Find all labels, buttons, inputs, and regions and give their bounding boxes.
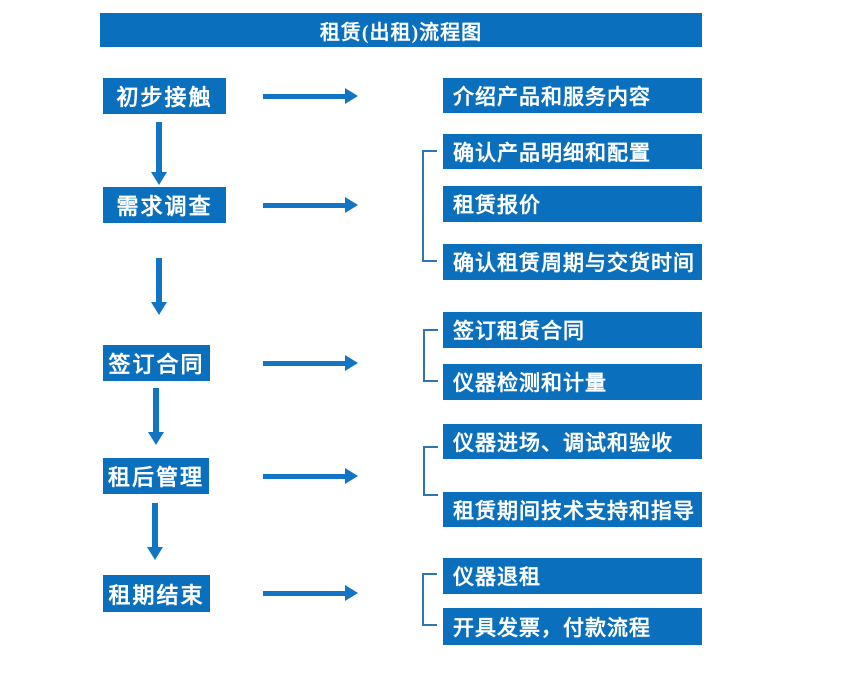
right-arrow-head [345, 585, 358, 601]
step-box-demand-survey: 需求调查 [103, 187, 226, 223]
down-arrow-shaft [153, 388, 159, 432]
right-arrow-icon [263, 585, 358, 601]
detail-box-instrument-entry-acceptance: 仪器进场、调试和验收 [443, 424, 702, 459]
bracket-post-rental-group [423, 446, 438, 496]
right-arrow-icon [263, 355, 358, 371]
detail-box-introduce-products: 介绍产品和服务内容 [443, 78, 702, 113]
right-arrow-head [345, 355, 358, 371]
step-box-sign-contract: 签订合同 [103, 345, 210, 381]
right-arrow-shaft [263, 360, 345, 366]
down-arrow-icon [151, 258, 167, 315]
detail-box-confirm-rental-period: 确认租赁周期与交货时间 [443, 244, 702, 280]
detail-box-invoice-payment: 开具发票，付款流程 [443, 608, 702, 645]
detail-box-confirm-product-details: 确认产品明细和配置 [443, 134, 702, 169]
down-arrow-icon [148, 388, 164, 445]
down-arrow-head [147, 547, 163, 560]
down-arrow-icon [151, 122, 167, 185]
down-arrow-shaft [156, 122, 162, 172]
right-arrow-shaft [263, 93, 345, 99]
right-arrow-head [345, 468, 358, 484]
down-arrow-head [151, 302, 167, 315]
right-arrow-shaft [263, 473, 345, 479]
detail-box-instrument-return: 仪器退租 [443, 558, 702, 594]
step-box-post-rental-management: 租后管理 [103, 458, 209, 494]
right-arrow-shaft [263, 590, 345, 596]
detail-box-instrument-testing: 仪器检测和计量 [443, 364, 702, 400]
detail-box-sign-rental-contract: 签订租赁合同 [443, 312, 702, 348]
step-box-rental-end: 租期结束 [103, 575, 210, 612]
detail-box-rental-quotation: 租赁报价 [443, 186, 702, 222]
flowchart-title: 租赁(出租)流程图 [100, 13, 702, 47]
right-arrow-shaft [263, 202, 345, 208]
right-arrow-icon [263, 197, 358, 213]
right-arrow-head [345, 197, 358, 213]
down-arrow-shaft [152, 503, 158, 547]
down-arrow-icon [147, 503, 163, 560]
right-arrow-head [345, 88, 358, 104]
down-arrow-head [148, 432, 164, 445]
down-arrow-head [151, 172, 167, 185]
bracket-rental-end-group [422, 573, 437, 626]
detail-box-technical-support: 租赁期间技术支持和指导 [443, 492, 702, 527]
right-arrow-icon [263, 468, 358, 484]
bracket-sign-contract-group [423, 329, 438, 382]
step-box-initial-contact: 初步接触 [103, 78, 226, 114]
down-arrow-shaft [156, 258, 162, 302]
right-arrow-icon [263, 88, 358, 104]
bracket-demand-survey-group [422, 150, 437, 262]
